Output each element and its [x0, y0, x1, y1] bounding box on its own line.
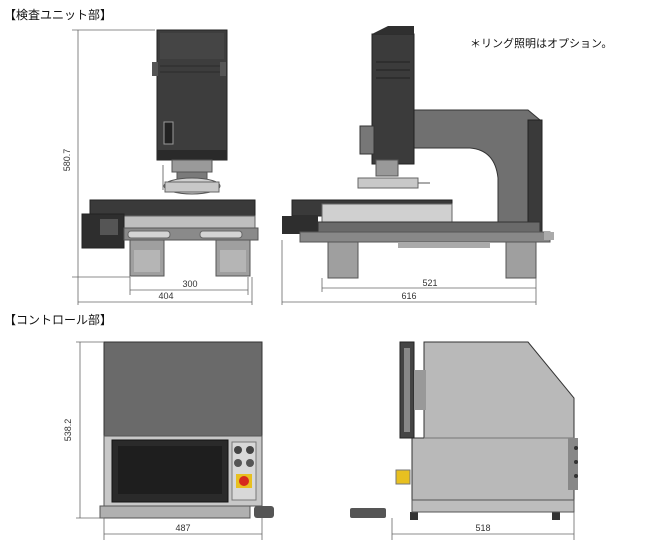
inspection-side-view [282, 26, 554, 279]
control-front-dimensions [76, 341, 263, 540]
dim-control-487: 487 [175, 523, 190, 533]
dim-front-404: 404 [158, 291, 173, 301]
control-front-view [99, 341, 274, 519]
control-side-view [350, 341, 578, 520]
dim-front-300: 300 [182, 279, 197, 289]
control-unit-title: 【コントロール部】 [4, 313, 113, 327]
dim-control-518: 518 [475, 523, 490, 533]
inspection-unit-title: 【検査ユニット部】 [4, 8, 113, 22]
inspection-front-dimensions [72, 29, 253, 305]
dim-side-521: 521 [422, 278, 437, 288]
inspection-front-view [81, 29, 259, 277]
inspection-side-dimensions [281, 240, 537, 305]
dim-side-616: 616 [401, 291, 416, 301]
ring-light-note: ＊リング照明はオプション。 [470, 37, 613, 50]
dim-control-height: 538.2 [63, 419, 73, 442]
control-side-dimensions [391, 512, 575, 540]
dim-front-height: 580.7 [62, 149, 72, 172]
